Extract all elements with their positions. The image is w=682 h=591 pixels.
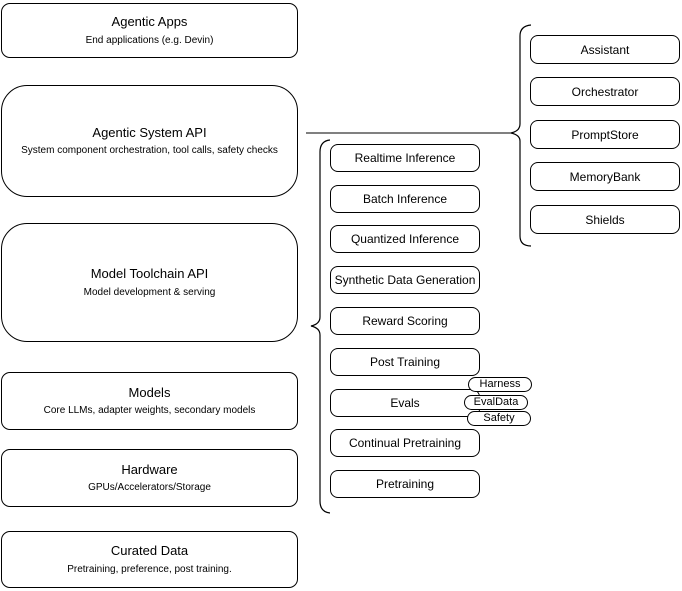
- node-label: Realtime Inference: [354, 151, 456, 165]
- node-hardware: Hardware GPUs/Accelerators/Storage: [1, 449, 298, 507]
- tag-safety: Safety: [467, 411, 531, 426]
- node-title: Agentic Apps: [111, 14, 188, 30]
- node-synthetic-data-generation: Synthetic Data Generation: [330, 266, 480, 294]
- node-label: Batch Inference: [362, 192, 448, 206]
- node-assistant: Assistant: [530, 35, 680, 64]
- node-title: Hardware: [121, 461, 178, 477]
- node-label: Assistant: [580, 42, 630, 57]
- node-continual-pretraining: Continual Pretraining: [330, 429, 480, 457]
- node-subtitle: GPUs/Accelerators/Storage: [88, 482, 211, 494]
- node-label: Continual Pretraining: [348, 436, 462, 450]
- node-post-training: Post Training: [330, 348, 480, 376]
- node-subtitle: Pretraining, preference, post training.: [67, 563, 232, 575]
- tag-label: Safety: [483, 412, 515, 424]
- node-label: Quantized Inference: [350, 232, 460, 246]
- node-subtitle: Model development & serving: [83, 286, 216, 298]
- node-subtitle: Core LLMs, adapter weights, secondary mo…: [43, 405, 256, 417]
- node-curated-data: Curated Data Pretraining, preference, po…: [1, 531, 298, 588]
- node-label: MemoryBank: [569, 169, 641, 184]
- tag-evaldata: EvalData: [464, 395, 528, 410]
- node-title: Curated Data: [110, 543, 189, 559]
- node-reward-scoring: Reward Scoring: [330, 307, 480, 335]
- node-label: Pretraining: [375, 477, 435, 491]
- node-label: Evals: [390, 396, 420, 410]
- node-promptstore: PromptStore: [530, 120, 680, 149]
- node-label: Post Training: [369, 355, 441, 369]
- node-evals: Evals: [330, 389, 480, 417]
- node-label: Shields: [585, 212, 625, 227]
- node-label: Reward Scoring: [362, 314, 448, 328]
- node-batch-inference: Batch Inference: [330, 185, 480, 213]
- node-agentic-system-api: Agentic System API System component orch…: [1, 85, 298, 197]
- node-label: Synthetic Data Generation: [334, 273, 476, 287]
- toolchain-group-brace: [310, 139, 331, 514]
- node-label: Orchestrator: [571, 84, 639, 99]
- node-models: Models Core LLMs, adapter weights, secon…: [1, 372, 298, 430]
- node-shields: Shields: [530, 205, 680, 234]
- node-title: Agentic System API: [92, 124, 207, 140]
- node-agentic-apps: Agentic Apps End applications (e.g. Devi…: [1, 3, 298, 58]
- tag-label: EvalData: [473, 396, 519, 408]
- node-quantized-inference: Quantized Inference: [330, 225, 480, 253]
- node-orchestrator: Orchestrator: [530, 77, 680, 106]
- node-model-toolchain-api: Model Toolchain API Model development & …: [1, 223, 298, 342]
- system-group-brace: [510, 24, 532, 247]
- node-title: Models: [128, 384, 171, 400]
- node-label: PromptStore: [571, 127, 639, 142]
- node-subtitle: End applications (e.g. Devin): [85, 34, 214, 46]
- node-subtitle: System component orchestration, tool cal…: [21, 145, 278, 157]
- node-title: Model Toolchain API: [90, 266, 209, 282]
- node-pretraining: Pretraining: [330, 470, 480, 498]
- node-realtime-inference: Realtime Inference: [330, 144, 480, 172]
- node-memorybank: MemoryBank: [530, 162, 680, 191]
- tag-harness: Harness: [468, 377, 532, 392]
- tag-label: Harness: [479, 378, 521, 390]
